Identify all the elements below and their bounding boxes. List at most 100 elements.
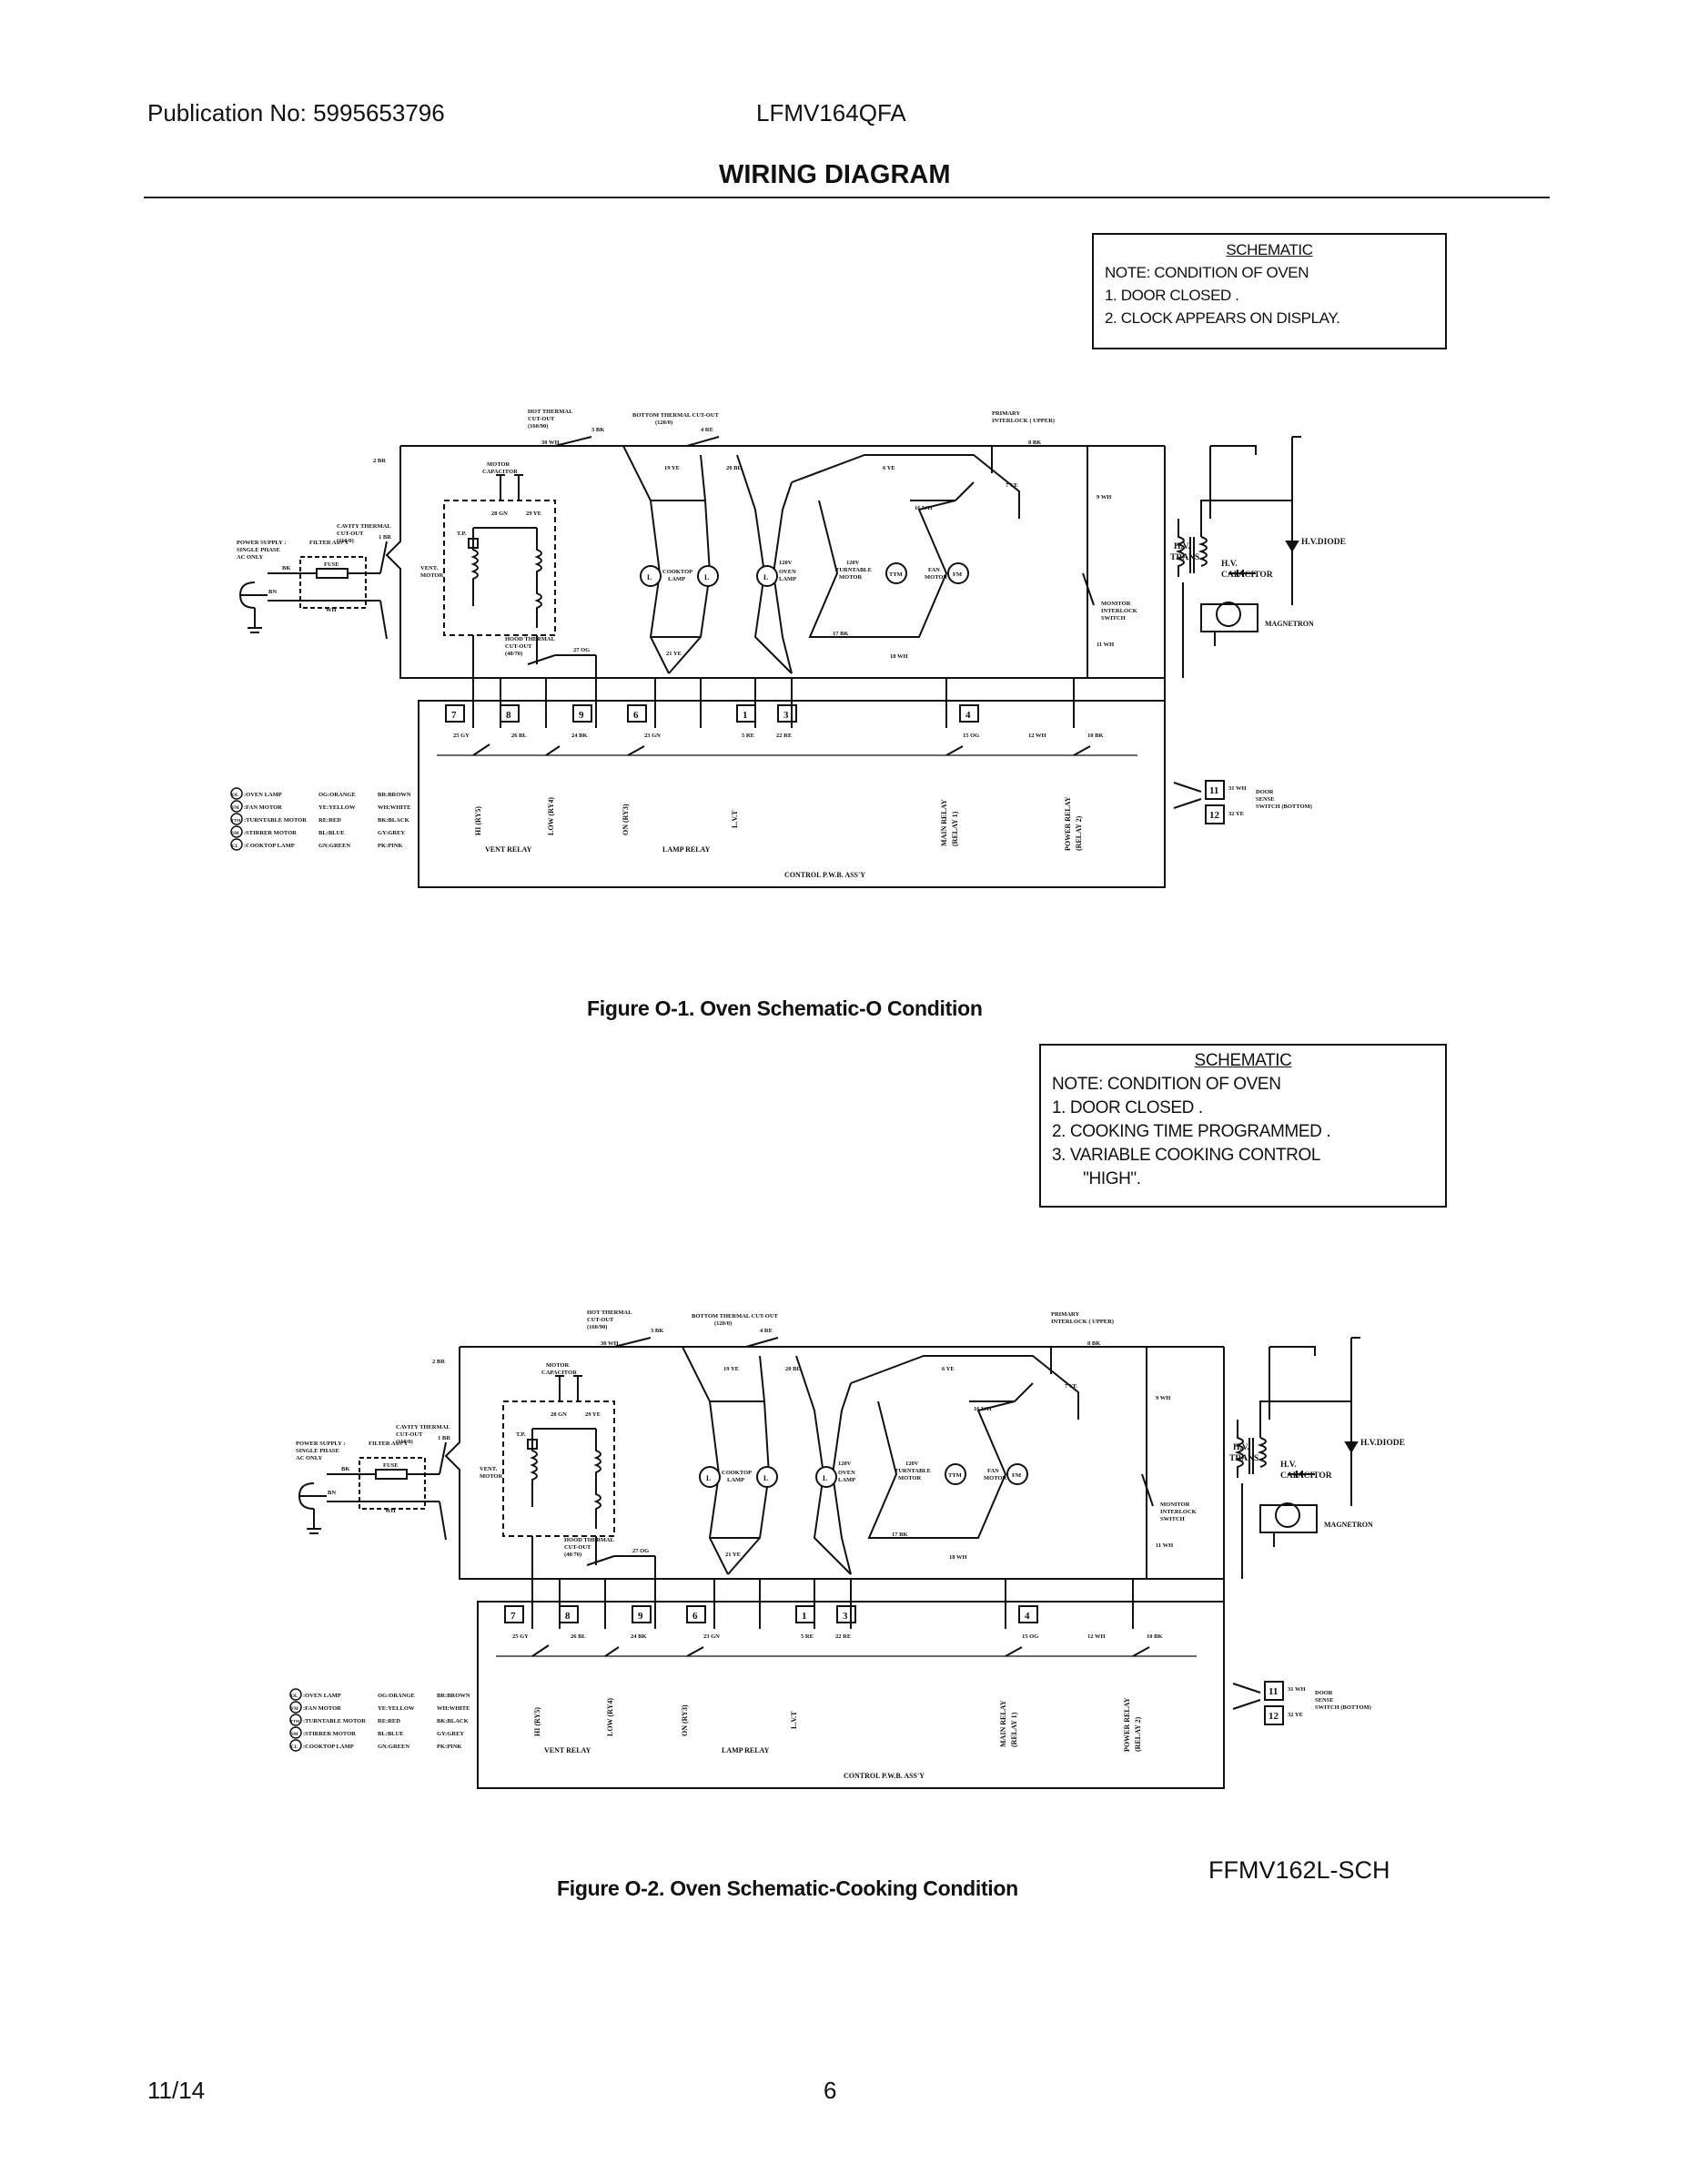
- wire-label: 6 YE: [942, 1366, 955, 1372]
- cavity-rating-label: (110/0): [337, 538, 354, 544]
- wire-label: 23 GN: [703, 1633, 720, 1640]
- wire-label: 31 WH: [1288, 1686, 1306, 1693]
- turntable-motor-icon: [945, 1463, 966, 1485]
- wire-label: 3 BK: [651, 1328, 663, 1334]
- legend-item: :STIRRER MOTOR: [244, 830, 297, 836]
- figure2-note-line: 3. VARIABLE COOKING CONTROL: [1052, 1146, 1321, 1165]
- lamp-relay-label: LAMP RELAY: [662, 845, 711, 854]
- control-pwb-box: [418, 700, 1166, 888]
- turntable-motor-label: MOTOR: [839, 574, 862, 581]
- capacitor-label: CAPACITOR: [482, 469, 518, 475]
- wire-label: BN: [328, 1490, 336, 1496]
- legend-item: :FAN MOTOR: [303, 1705, 341, 1712]
- legend-item: :COOKTOP LAMP: [303, 1744, 354, 1750]
- wire-label: 27 OG: [573, 647, 590, 653]
- figure1-note-line: 2. CLOCK APPEARS ON DISPLAY.: [1105, 309, 1340, 327]
- hot-cutout-label: CUT-OUT: [587, 1317, 614, 1323]
- turntable-motor-label: TURNTABLE: [835, 567, 872, 573]
- figure2-note-line: "HIGH".: [1052, 1169, 1141, 1188]
- wire-label: 5 RE: [742, 733, 754, 739]
- figure2-note-title: SCHEMATIC: [1194, 1051, 1292, 1070]
- cooktop-lamp-symbol: L: [706, 1474, 711, 1482]
- turntable-motor-symbol: TTM: [889, 571, 903, 578]
- wire-label: 23 GN: [644, 733, 661, 739]
- wire-label: 9 WH: [1156, 1395, 1170, 1401]
- page-title: WIRING DIAGRAM: [719, 160, 951, 189]
- legend-symbol: FM: [291, 1707, 298, 1712]
- wire-label: BK: [341, 1466, 349, 1472]
- hv-diode-label: H.V.DIODE: [1301, 538, 1346, 547]
- legend-color: RE:RED: [378, 1718, 400, 1724]
- legend-symbol: SM: [232, 832, 239, 836]
- bottom-rating-label: (120/0): [655, 420, 672, 426]
- legend-color: GY:GREY: [437, 1731, 464, 1737]
- legend-symbol: TTM: [290, 1719, 300, 1724]
- hot-rating-label: (160/90): [587, 1324, 607, 1330]
- cooktop-lamp-symbol: L: [647, 573, 652, 581]
- ac-only-label: AC ONLY: [296, 1455, 323, 1461]
- publication-number: Publication No: 5995653796: [147, 99, 445, 126]
- legend-symbol: CL: [291, 1745, 298, 1750]
- pwb-label: CONTROL P.W.B. ASS'Y: [844, 1772, 925, 1780]
- oven-lamp-symbol: L: [823, 1474, 827, 1482]
- thermal-protector-icon: [468, 538, 479, 549]
- hood-cutout-label: CUT-OUT: [564, 1544, 591, 1551]
- cavity-thermal-label: CAVITY THERMAL: [396, 1424, 450, 1431]
- wire-label: 15 OG: [1022, 1633, 1038, 1640]
- wire-label: 29 YE: [526, 511, 541, 517]
- connector-9: 9: [579, 710, 584, 721]
- legend-symbol: SM: [291, 1733, 298, 1737]
- hood-thermal-label: HOOD THERMAL: [564, 1537, 615, 1543]
- legend-color: BK:BLACK: [378, 817, 409, 824]
- oven-lamp-volt-label: 120V: [838, 1461, 852, 1467]
- wire-label: 1 BR: [438, 1435, 450, 1441]
- magnetron-label: MAGNETRON: [1324, 1521, 1373, 1529]
- wire-label: 24 BK: [631, 1633, 647, 1640]
- wire-label: 7 YE: [1006, 482, 1018, 489]
- hv-diode-label: H.V.DIODE: [1360, 1439, 1405, 1448]
- oven-lamp-icon: [815, 1466, 837, 1488]
- vent-motor-label: MOTOR: [420, 572, 443, 579]
- cooktop-lamp-label: COOKTOP: [722, 1470, 752, 1476]
- hot-thermal-label: HOT THERMAL: [528, 409, 573, 415]
- legend-item: :OVEN LAMP: [244, 792, 282, 798]
- connector-3: 3: [843, 1611, 848, 1622]
- fan-motor-icon: [1006, 1463, 1028, 1485]
- bottom-thermal-label: BOTTOM THERMAL CUT-OUT: [692, 1313, 779, 1320]
- wire-label: 17 BK: [892, 1532, 908, 1538]
- relay-hi-label: HI (RY5): [474, 806, 482, 835]
- wire-label: 28 GN: [551, 1411, 567, 1418]
- legend-symbol: TTM: [231, 818, 241, 823]
- legend-item: :COOKTOP LAMP: [244, 843, 295, 849]
- wire-label: 6 YE: [883, 465, 895, 471]
- wire-label: 18 WH: [890, 653, 908, 660]
- cooktop-lamp-icon: [756, 1466, 778, 1488]
- vent-motor-box: [502, 1400, 615, 1537]
- cooktop-lamp-label: LAMP: [668, 576, 685, 582]
- monitor-label: MONITOR: [1101, 601, 1131, 607]
- wire-label: 1 BR: [379, 534, 391, 541]
- lvt-label: L.V.T: [790, 1711, 798, 1729]
- legend-color: PK:PINK: [437, 1744, 461, 1750]
- interlock-upper-label: INTERLOCK ( UPPER): [992, 418, 1055, 424]
- wire-label: 4 RE: [760, 1328, 773, 1334]
- oven-schematic-off: L L L TTM FM POWER SUPPLY : SINGLE PHASE…: [230, 409, 1346, 888]
- wire-label: 2 BR: [373, 458, 386, 464]
- door-sense-label: SENSE: [1315, 1697, 1334, 1704]
- fuse-label: FUSE: [383, 1462, 399, 1469]
- connector-11: 11: [1209, 785, 1218, 796]
- wire-label: 3 BK: [591, 427, 604, 433]
- hood-thermal-label: HOOD THERMAL: [505, 636, 556, 642]
- figure2-caption: Figure O-2. Oven Schematic-Cooking Condi…: [557, 1876, 1018, 1900]
- vent-relay-label: VENT RELAY: [544, 1746, 591, 1754]
- wire-label: 27 OG: [632, 1548, 649, 1554]
- door-sense-label: DOOR: [1256, 789, 1274, 795]
- wire-label: 30 WH: [541, 440, 560, 446]
- legend-item: :TURNTABLE MOTOR: [244, 817, 307, 824]
- hv-capacitor-label: CAPACITOR: [1221, 571, 1273, 580]
- cooktop-lamp-symbol: L: [704, 573, 709, 581]
- legend-symbol: CL: [232, 844, 239, 849]
- wire-label: 19 YE: [723, 1366, 739, 1372]
- hv-trans-label: TRANS: [1229, 1454, 1258, 1463]
- wire-label: 22 RE: [835, 1633, 851, 1640]
